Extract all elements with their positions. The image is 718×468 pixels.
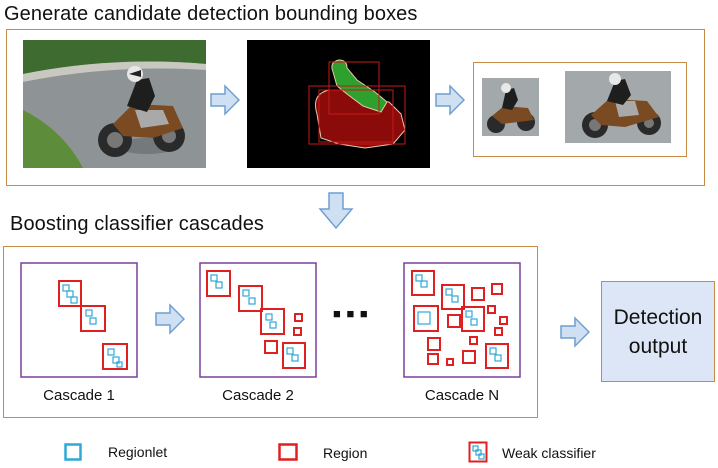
cascade-2-label: Cascade 2 [222, 387, 294, 404]
legend-region-label: Region [323, 445, 368, 461]
arrow-right-icon [560, 316, 591, 348]
input-image [23, 40, 206, 168]
ellipsis: ■ ■ ■ [333, 306, 369, 321]
candidate-crop-small [482, 78, 539, 136]
detection-output-line-2: output [628, 334, 688, 358]
cascade-n-frame [403, 262, 521, 378]
detection-output-line-1: Detection [613, 305, 703, 329]
legend-weak-classifier-label: Weak classifier [502, 445, 596, 461]
region-legend-icon [278, 443, 298, 461]
generate-stage-title: Generate candidate detection bounding bo… [4, 3, 418, 25]
arrow-down-icon [318, 192, 354, 230]
candidate-crop-large [565, 71, 671, 143]
segmentation-image [247, 40, 430, 168]
boosting-stage-title: Boosting classifier cascades [10, 213, 265, 235]
arrow-right-icon [155, 303, 186, 335]
cascade-1-label: Cascade 1 [43, 387, 115, 404]
arrow-right-icon [210, 84, 241, 116]
legend-regionlet-label: Regionlet [108, 444, 168, 460]
arrow-right-icon [435, 84, 466, 116]
detection-output-box: Detection output [601, 281, 715, 382]
weak-classifier-legend-icon [468, 441, 488, 463]
cascade-1-frame [20, 262, 138, 378]
cascade-n-label: Cascade N [424, 387, 500, 404]
regionlet-legend-icon [64, 443, 82, 461]
cascade-2-frame [199, 262, 317, 378]
detection-output-label: Detection output [614, 303, 703, 361]
